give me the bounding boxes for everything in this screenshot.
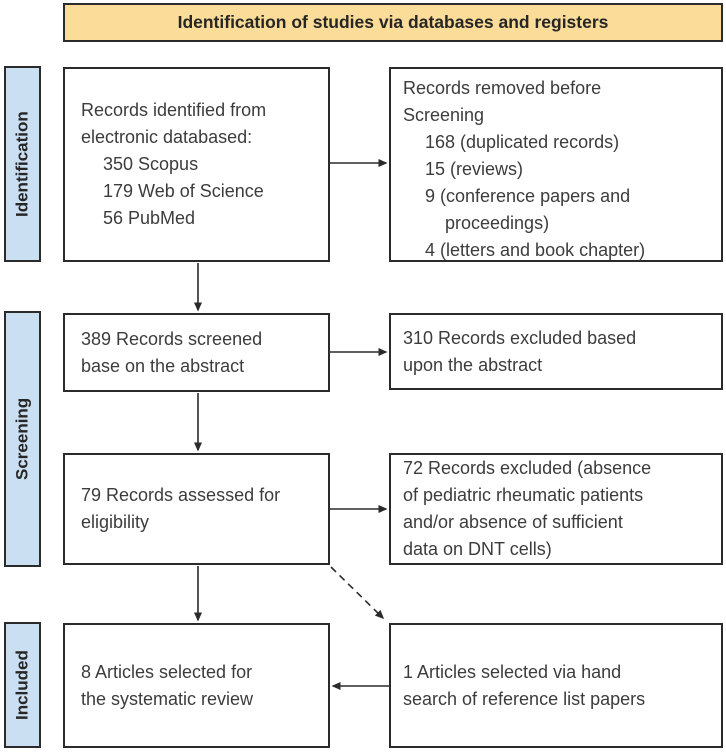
articles-hand-search-line: search of reference list papers bbox=[403, 688, 646, 709]
box-records-assessed: 79 Records assessed for eligibility bbox=[63, 453, 330, 565]
records-excluded-eligibility-line: data on DNT cells) bbox=[403, 539, 552, 559]
box-articles-selected: 8 Articles selected for the systematic r… bbox=[63, 623, 330, 748]
records-assessed-line: 79 Records assessed for bbox=[81, 485, 281, 505]
records-removed-item: 9 (conference papers and bbox=[425, 186, 631, 206]
records-excluded-eligibility-line: and/or absence of sufficient bbox=[403, 512, 623, 532]
box-records-removed: Records removed before Screening 168 (du… bbox=[389, 67, 723, 262]
records-identified-item: 179 Web of Science bbox=[103, 181, 264, 201]
records-identified-item: 56 PubMed bbox=[103, 208, 196, 228]
stage-label-included-text: Included bbox=[12, 650, 32, 720]
records-screened-line: base on the abstract bbox=[81, 355, 245, 376]
records-removed-item: 4 (letters and book chapter) bbox=[425, 240, 646, 260]
records-removed-line: Screening bbox=[403, 105, 485, 125]
records-identified-line: Records identified from bbox=[81, 100, 267, 120]
stage-label-identification: Identification bbox=[4, 66, 41, 262]
articles-selected-line: the systematic review bbox=[81, 688, 254, 709]
records-removed-line: Records removed before bbox=[403, 78, 602, 98]
stage-label-screening-text: Screening bbox=[12, 397, 32, 481]
records-identified-item: 350 Scopus bbox=[103, 154, 199, 174]
articles-hand-search-line: 1 Articles selected via hand bbox=[403, 661, 622, 682]
records-excluded-abstract-line: upon the abstract bbox=[403, 354, 543, 375]
records-removed-item: 168 (duplicated records) bbox=[425, 132, 620, 152]
records-screened-line: 389 Records screened bbox=[81, 328, 263, 349]
records-excluded-abstract-line: 310 Records excluded based bbox=[403, 327, 637, 348]
box-records-identified: Records identified from electronic datab… bbox=[63, 67, 330, 262]
records-removed-item: proceedings) bbox=[445, 213, 550, 233]
box-records-excluded-abstract: 310 Records excluded based upon the abst… bbox=[389, 313, 723, 390]
articles-selected-line: 8 Articles selected for bbox=[81, 661, 253, 682]
arrow-dashed-assessed-to-hand-search bbox=[330, 566, 385, 620]
box-articles-hand-search: 1 Articles selected via hand search of r… bbox=[389, 623, 723, 748]
diagram-header-title: Identification of studies via databases … bbox=[177, 12, 609, 32]
stage-label-included: Included bbox=[4, 622, 41, 748]
diagram-header: Identification of studies via databases … bbox=[63, 3, 723, 42]
records-excluded-eligibility-line: 72 Records excluded (absence bbox=[403, 458, 652, 478]
box-records-excluded-eligibility: 72 Records excluded (absence of pediatri… bbox=[389, 453, 723, 565]
stage-label-identification-text: Identification bbox=[12, 111, 32, 217]
records-removed-item: 15 (reviews) bbox=[425, 159, 524, 179]
records-excluded-eligibility-line: of pediatric rheumatic patients bbox=[403, 485, 644, 505]
records-identified-line: electronic databased: bbox=[81, 127, 253, 147]
records-assessed-line: eligibility bbox=[81, 512, 150, 532]
box-records-screened: 389 Records screened base on the abstrac… bbox=[63, 313, 330, 392]
stage-label-screening: Screening bbox=[4, 311, 41, 567]
